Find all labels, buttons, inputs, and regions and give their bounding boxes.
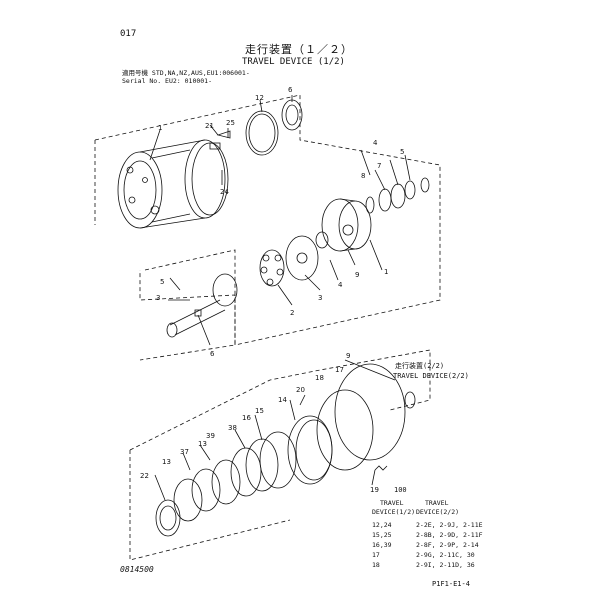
callout-5-right: 5 xyxy=(400,148,404,156)
col2-header-line1: TRAVEL xyxy=(425,499,449,507)
cross-ref-en: TRAVEL DEVICE(2/2) xyxy=(393,372,469,380)
row-ref: 2-9G, 2-11C, 30 xyxy=(416,551,475,559)
serial-line-1: 適用号機 STD,NA,NZ,AUS,EU1:006001- xyxy=(122,69,250,77)
callout-12: 12 xyxy=(255,94,264,102)
table-row: 15,25 2-8B, 2-9D, 2-11F xyxy=(372,531,483,539)
callout-13: 13 xyxy=(198,440,207,448)
callout-4-mid: 4 xyxy=(338,281,343,289)
spring xyxy=(374,465,388,471)
callout-7: 7 xyxy=(377,162,381,170)
piston-set xyxy=(259,249,285,287)
callout-18: 18 xyxy=(315,374,324,382)
row-ref: 2-8F, 2-9P, 2-14 xyxy=(416,541,479,549)
callout-1: 1 xyxy=(158,124,162,132)
callout-5: 5 xyxy=(160,278,164,286)
callout-3-mid: 3 xyxy=(318,294,322,302)
col2-header-line2: DEVICE(2/2) xyxy=(416,508,460,516)
ref-number-100: 100 xyxy=(394,486,407,494)
callout-1-right: 1 xyxy=(384,268,388,276)
callout-24: 24 xyxy=(220,188,229,196)
col1-header-line1: TRAVEL xyxy=(380,499,404,507)
table-row: 12,24 2-2E, 2-9J, 2-11E xyxy=(372,521,483,529)
callout-14: 14 xyxy=(278,396,287,404)
row-part: 16,39 xyxy=(372,541,392,549)
callout-8: 8 xyxy=(361,172,365,180)
plug xyxy=(216,130,231,139)
row-part: 17 xyxy=(372,551,380,559)
page-code: P1F1-E1-4 xyxy=(432,580,470,588)
thrust-washer xyxy=(155,499,181,537)
callout-38: 38 xyxy=(228,424,237,432)
callout-17: 17 xyxy=(335,366,344,374)
o-ring-large xyxy=(334,363,406,461)
travel-motor-housing xyxy=(117,139,229,229)
cross-ref-jp: 走行装置(2/2) xyxy=(395,362,445,370)
callout-19: 19 xyxy=(370,486,379,494)
callout-39: 39 xyxy=(206,432,215,440)
page-title-en: TRAVEL DEVICE (1/2) xyxy=(242,57,345,67)
callout-16: 16 xyxy=(242,414,251,422)
bearing xyxy=(281,99,303,131)
drawing-number: 0814500 xyxy=(120,565,154,574)
row-ref: 2-9I, 2-11D, 36 xyxy=(416,561,475,569)
callout-20: 20 xyxy=(296,386,305,394)
valve-plate xyxy=(285,235,319,281)
serial-line-2: Serial No. EU2: 010001- xyxy=(122,77,213,85)
callout-4: 4 xyxy=(373,139,378,147)
page-title-jp: 走行装置（１／２） xyxy=(245,43,353,56)
row-ref: 2-2E, 2-9J, 2-11E xyxy=(416,521,483,529)
col1-header-line2: DEVICE(1/2) xyxy=(372,508,416,516)
table-row: 18 2-9I, 2-11D, 36 xyxy=(372,561,475,569)
callout-21: 21 xyxy=(205,122,214,130)
callout-9-lower: 9 xyxy=(346,352,350,360)
callout-15: 15 xyxy=(255,407,264,415)
callout-9: 9 xyxy=(355,271,359,279)
row-part: 15,25 xyxy=(372,531,392,539)
row-part: 18 xyxy=(372,561,380,569)
page-number: 017 xyxy=(120,29,137,39)
callout-37: 37 xyxy=(180,448,189,456)
callout-25: 25 xyxy=(226,119,235,127)
table-row: 16,39 2-8F, 2-9P, 2-14 xyxy=(372,541,479,549)
row-ref: 2-8B, 2-9D, 2-11F xyxy=(416,531,483,539)
callout-13-b: 13 xyxy=(162,458,171,466)
callout-6-top: 6 xyxy=(288,86,293,94)
callout-22: 22 xyxy=(140,472,149,480)
table-row: 17 2-9G, 2-11C, 30 xyxy=(372,551,475,559)
cylinder-block xyxy=(321,198,372,252)
upper-dashed-frame xyxy=(94,94,441,346)
row-part: 12,24 xyxy=(372,521,392,529)
seal-ring xyxy=(245,110,279,156)
callout-2: 2 xyxy=(290,309,294,317)
callout-3: 3 xyxy=(156,294,160,302)
callout-6: 6 xyxy=(210,350,215,358)
drive-shaft xyxy=(166,273,238,338)
